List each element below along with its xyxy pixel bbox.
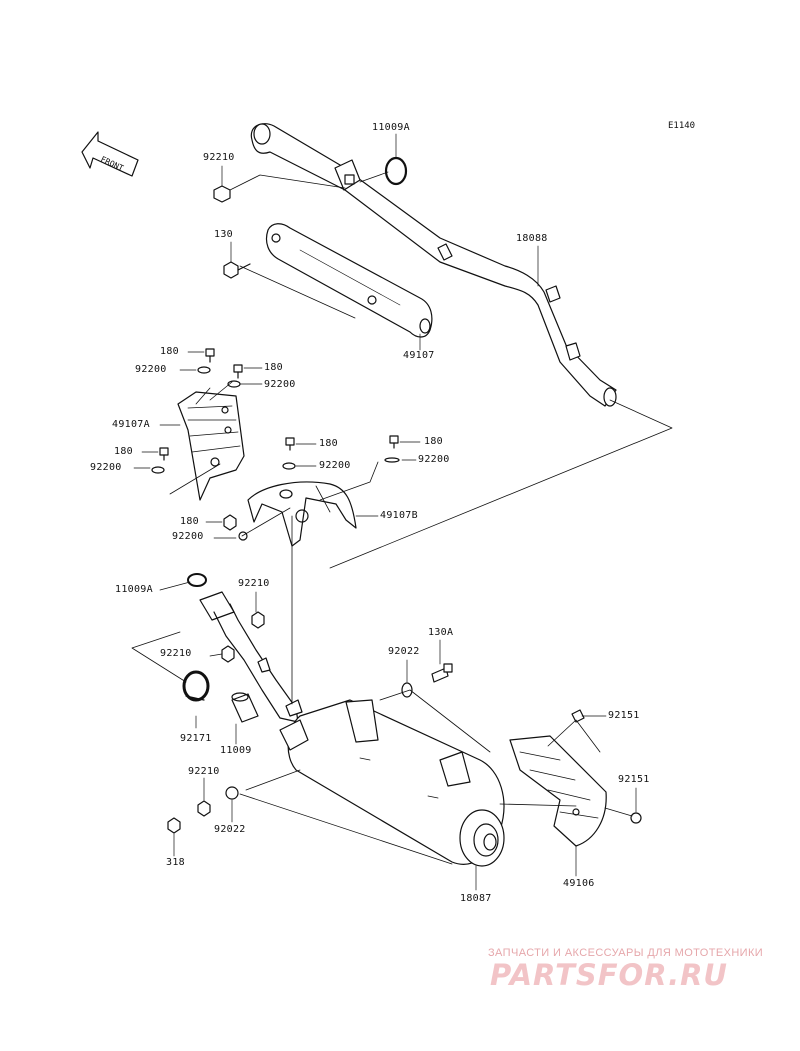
part-label-130A[interactable]: 130A	[428, 627, 454, 638]
heat-guard-49107A	[177, 391, 245, 501]
part-label-49107B[interactable]: 49107B	[380, 510, 418, 521]
part-label-11009A-mid[interactable]: 11009A	[115, 584, 153, 595]
bolts-180-group	[151, 348, 400, 541]
part-label-92200-a[interactable]: 92200	[135, 364, 167, 375]
nut-92210-top	[213, 185, 231, 203]
part-label-92022-top[interactable]: 92022	[388, 646, 420, 657]
part-label-130[interactable]: 130	[214, 229, 233, 240]
part-label-180-b[interactable]: 180	[264, 362, 283, 373]
part-label-11009[interactable]: 11009	[220, 745, 252, 756]
heat-guard-49107B	[247, 481, 357, 547]
part-label-92200-f[interactable]: 92200	[172, 531, 204, 542]
gasket-11009	[231, 692, 259, 723]
heat-guard-49106	[509, 735, 607, 847]
fasteners-lower	[167, 663, 642, 834]
leader-lines	[133, 133, 637, 891]
heat-guard-49107	[265, 223, 433, 338]
part-label-92151-b[interactable]: 92151	[618, 774, 650, 785]
part-label-92210-mid[interactable]: 92210	[238, 578, 270, 589]
part-label-180-f[interactable]: 180	[180, 516, 199, 527]
part-label-92151-a[interactable]: 92151	[608, 710, 640, 721]
muffler-18087	[279, 699, 505, 867]
front-arrow-icon: FRONT	[81, 131, 139, 177]
watermark-tagline: ЗАПЧАСТИ И АКСЕССУАРЫ ДЛЯ МОТОТЕХНИКИ	[488, 947, 764, 959]
part-label-11009A-top[interactable]: 11009A	[372, 122, 410, 133]
part-label-92200-b[interactable]: 92200	[264, 379, 296, 390]
watermark-logo: PARTSFOR.RU	[490, 958, 728, 992]
part-label-180-d[interactable]: 180	[319, 438, 338, 449]
part-label-92171[interactable]: 92171	[180, 733, 212, 744]
reference-lines	[131, 171, 673, 865]
part-label-92210-left[interactable]: 92210	[160, 648, 192, 659]
gasket-11009A-top	[384, 156, 408, 186]
part-label-92200-c[interactable]: 92200	[90, 462, 122, 473]
bolt-130	[223, 261, 251, 279]
part-label-92210-bot[interactable]: 92210	[188, 766, 220, 777]
part-label-92200-d[interactable]: 92200	[319, 460, 351, 471]
part-label-318[interactable]: 318	[166, 857, 185, 868]
part-label-180-a[interactable]: 180	[160, 346, 179, 357]
part-label-92022-bot[interactable]: 92022	[214, 824, 246, 835]
part-label-49107[interactable]: 49107	[403, 350, 435, 361]
header-pipe-18088	[250, 123, 617, 407]
part-label-49107A[interactable]: 49107A	[112, 419, 150, 430]
part-label-180-c[interactable]: 180	[114, 446, 133, 457]
part-label-92200-e[interactable]: 92200	[418, 454, 450, 465]
part-label-18087[interactable]: 18087	[460, 893, 492, 904]
diagram-code: E1140	[668, 121, 696, 131]
clamp-92171	[182, 670, 210, 702]
part-label-18088[interactable]: 18088	[516, 233, 548, 244]
part-label-180-e[interactable]: 180	[424, 436, 443, 447]
part-label-92210-top[interactable]: 92210	[203, 152, 235, 163]
part-label-49106[interactable]: 49106	[563, 878, 595, 889]
